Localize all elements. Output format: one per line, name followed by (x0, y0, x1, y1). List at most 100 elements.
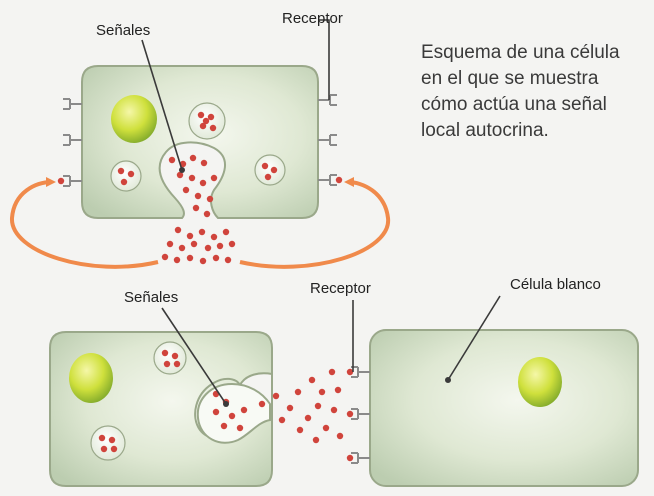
caption-line: Esquema de una célula (421, 42, 620, 63)
caption-line: cómo actúa una señal (421, 94, 607, 115)
signal-dot (117, 167, 125, 175)
signal-dot (161, 253, 169, 261)
signal-dot (294, 388, 302, 396)
signal-dot (296, 426, 304, 434)
top-cell-vesicle (254, 154, 286, 186)
signal-dot (212, 408, 220, 416)
signal-dot (334, 386, 342, 394)
signal-dot (304, 414, 312, 422)
figure-caption: Esquema de una célula en el que se muest… (421, 40, 651, 144)
signal-dot (240, 406, 248, 414)
signal-dot (330, 406, 338, 414)
top-receptor-label: Receptor (282, 10, 343, 27)
signal-dot (174, 226, 182, 234)
receptor-icon (318, 94, 337, 106)
signal-dot (110, 445, 118, 453)
bottom-receptors (351, 366, 370, 464)
signal-dot (322, 424, 330, 432)
signal-dot (346, 410, 354, 418)
signal-dot (199, 179, 207, 187)
bottom-secreting-cell (49, 331, 273, 487)
signal-dot (228, 240, 236, 248)
signal-dot (216, 242, 224, 250)
signal-dot (189, 154, 197, 162)
signal-dot (209, 124, 217, 132)
signal-dot (318, 388, 326, 396)
signal-dot (264, 173, 272, 181)
bottom-signals-leader (161, 307, 227, 405)
signal-dot (308, 376, 316, 384)
signal-dot (188, 174, 196, 182)
signal-dot (176, 171, 184, 179)
target-cell-nucleus (518, 357, 562, 407)
signal-dot (224, 256, 232, 264)
signal-dot (228, 412, 236, 420)
top-cell-vesicle (110, 160, 142, 192)
leader-lines (141, 19, 501, 405)
signal-dot (186, 232, 194, 240)
signal-dot (178, 244, 186, 252)
receptor-icon (351, 366, 370, 378)
target-cell-leader (447, 295, 501, 381)
target-cell (369, 329, 639, 487)
signal-dot (161, 349, 169, 357)
signal-dot (220, 422, 228, 430)
signal-dot (261, 162, 269, 170)
top-signals-leader (141, 39, 183, 171)
signal-dot (100, 445, 108, 453)
signal-dot (190, 240, 198, 248)
signal-dot (278, 416, 286, 424)
signal-dot (171, 352, 179, 360)
autocrine-arrow-left (9, 177, 159, 269)
signal-dot (336, 432, 344, 440)
receptor-icon (63, 175, 82, 187)
signal-dot (204, 244, 212, 252)
signal-molecules (57, 111, 354, 462)
top-receptor-leader (318, 19, 330, 100)
autocrine-arrow-right (239, 177, 391, 269)
signal-dot (258, 400, 266, 408)
receptor-icon (318, 134, 337, 146)
top-cell-nucleus (111, 95, 157, 143)
signal-dot (98, 434, 106, 442)
bottom-receptor-label: Receptor (310, 280, 371, 297)
signal-dot (198, 228, 206, 236)
signal-dot (222, 228, 230, 236)
signal-dot (199, 257, 207, 265)
top-signals-label: Señales (96, 22, 151, 39)
signal-dot (210, 174, 218, 182)
receptor-icon (351, 452, 370, 464)
target-cell-membrane (369, 329, 639, 487)
signal-dot (173, 360, 181, 368)
signal-dot (57, 177, 65, 185)
target-cell-label: Célula blanco (510, 276, 601, 293)
receptor-icon (351, 408, 370, 420)
signal-dot (346, 454, 354, 462)
signal-dot (173, 256, 181, 264)
signal-dot (182, 186, 190, 194)
signal-dot (108, 436, 116, 444)
signal-dot (127, 170, 135, 178)
signal-dot (207, 113, 215, 121)
signal-dot (203, 210, 211, 218)
signal-dot (335, 176, 343, 184)
signal-dot (272, 392, 280, 400)
signal-dot (192, 204, 200, 212)
top-cell (81, 65, 319, 219)
leader-endpoints (179, 167, 451, 407)
signal-dot (200, 159, 208, 167)
signal-dot (186, 254, 194, 262)
signal-dot (270, 166, 278, 174)
signal-dot (236, 424, 244, 432)
signal-dot (212, 254, 220, 262)
caption-line: en el que se muestra (421, 68, 599, 89)
bottom-cell-vesicle (90, 425, 126, 461)
signal-dot (286, 404, 294, 412)
top-receptors (63, 94, 337, 187)
signal-dot (346, 368, 354, 376)
bottom-cell-vesicle (153, 341, 187, 375)
signal-dot (166, 240, 174, 248)
signal-dot (312, 436, 320, 444)
signal-dot (199, 122, 207, 130)
signal-dot (314, 402, 322, 410)
